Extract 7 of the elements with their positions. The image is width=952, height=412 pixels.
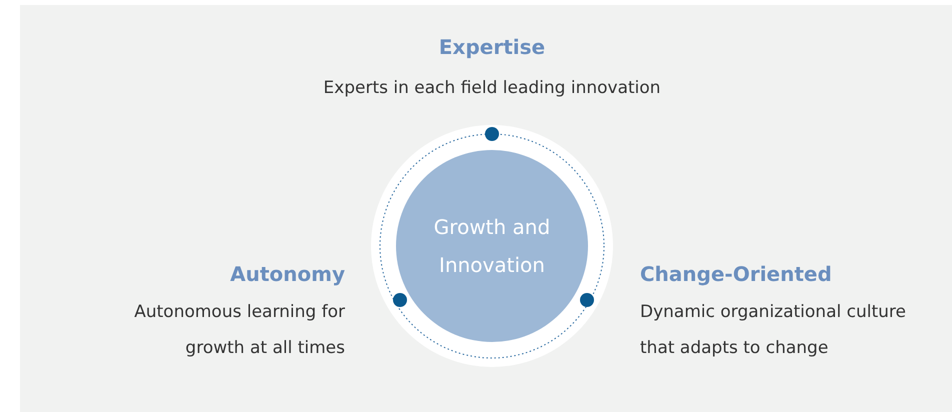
heading: Change-Oriented (640, 262, 833, 286)
heading: Autonomy (229, 262, 345, 286)
description: Autonomous learning for growth at all times (133, 301, 345, 360)
heading: Expertise (438, 35, 546, 59)
description: Experts in each field leading innovation (322, 77, 662, 100)
description: Dynamic organizational culture that adapts to change (640, 301, 907, 360)
circle-label: Growth and Innovation (432, 214, 552, 279)
